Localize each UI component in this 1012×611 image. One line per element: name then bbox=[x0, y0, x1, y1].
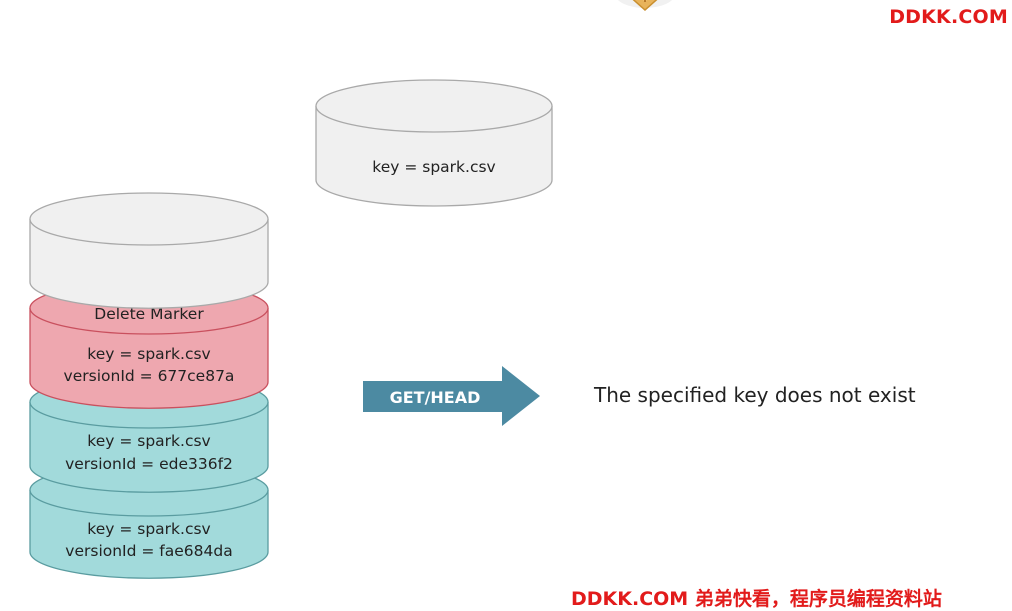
single-object-key: key = spark.csv bbox=[372, 158, 495, 176]
version-2-key: key = spark.csv bbox=[87, 432, 210, 450]
delete-marker-key: key = spark.csv bbox=[87, 345, 210, 363]
empty-top-cylinder bbox=[29, 192, 269, 309]
watermark-bottom: DDKK.COM 弟弟快看，程序员编程资料站 bbox=[571, 588, 942, 610]
version-1-key: key = spark.csv bbox=[87, 520, 210, 538]
single-object-cylinder: key = spark.csv bbox=[315, 79, 553, 207]
response-message: The specified key does not exist bbox=[593, 383, 916, 407]
version-1-id: versionId = fae684da bbox=[65, 542, 232, 560]
delete-marker-title: Delete Marker bbox=[94, 305, 204, 323]
delete-marker-id: versionId = 677ce87a bbox=[64, 367, 235, 385]
bucket-logo-icon bbox=[614, 0, 676, 24]
watermark-top: DDKK.COM bbox=[889, 6, 1008, 28]
get-head-label: GET/HEAD bbox=[390, 388, 481, 407]
get-head-arrow: GET/HEAD bbox=[363, 366, 540, 426]
version-2-id: versionId = ede336f2 bbox=[65, 455, 233, 473]
